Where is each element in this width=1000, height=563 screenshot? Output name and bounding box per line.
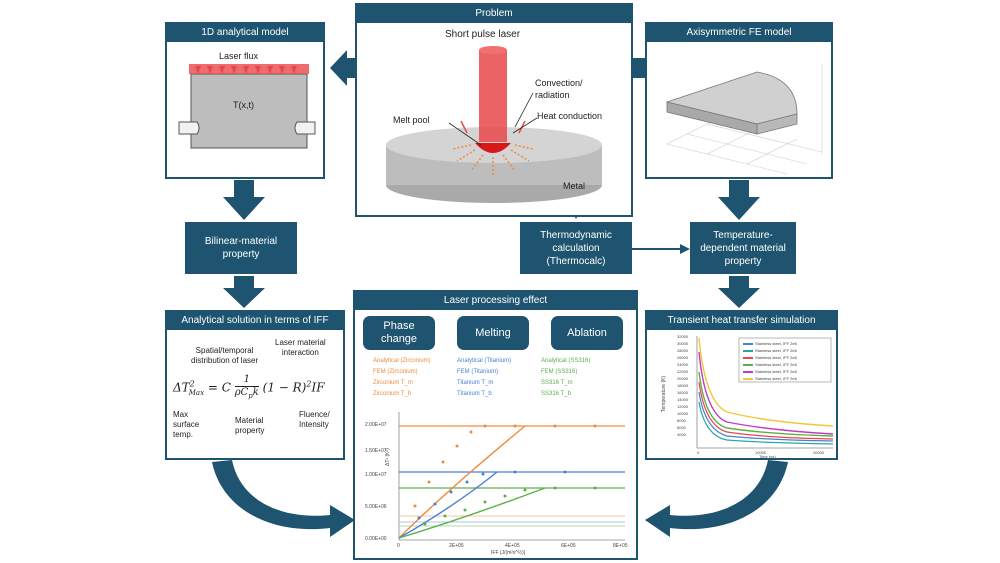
arrow-fe-down bbox=[718, 180, 760, 220]
effect-ylabel: ΔT² (K²) bbox=[385, 448, 391, 466]
transient-y-tick: 18000 bbox=[677, 383, 689, 388]
fe-illustration bbox=[665, 64, 823, 175]
transient-legend-item: Stainless steel, IFF 2e6 bbox=[755, 355, 797, 360]
transient-legend-item: Stainless steel, IFF 2e6 bbox=[755, 376, 797, 381]
transient-y-tick: 4000 bbox=[677, 432, 686, 437]
transient-x-tick: 20000 bbox=[813, 450, 825, 455]
transient-x-tick: 10000 bbox=[755, 450, 767, 455]
transient-y-tick: 16000 bbox=[677, 390, 689, 395]
analytical-solution-panel: Analytical solution in terms of IFF Spat… bbox=[165, 310, 345, 460]
x-tick: 2E+05 bbox=[449, 543, 464, 549]
transient-y-tick: 20000 bbox=[677, 376, 689, 381]
legend-item: SS316 T_m bbox=[541, 380, 573, 386]
transient-y-tick: 8000 bbox=[677, 418, 686, 423]
laser-effect-title: Laser processing effect bbox=[355, 292, 636, 310]
legend-item: Analytical (SS316) bbox=[541, 358, 591, 364]
melting-pill: Melting bbox=[457, 316, 529, 350]
laser-effect-panel: Laser processing effect Phase change Mel… bbox=[353, 290, 638, 560]
legend-item: Titanium T_b bbox=[457, 391, 492, 397]
temperature-dependent-box: Temperature- dependent material property bbox=[690, 222, 796, 274]
arrow-analytical-down bbox=[223, 180, 265, 220]
x-tick: 0 bbox=[397, 543, 400, 549]
metal-label: Metal bbox=[563, 181, 586, 191]
y-tick: 5.00E+06 bbox=[365, 504, 387, 510]
legend-item: Zirconium T_b bbox=[373, 391, 412, 397]
arrow-to-analytical bbox=[330, 50, 362, 86]
convection-label: Convection/ radiation bbox=[535, 78, 583, 100]
analytical-solution-title: Analytical solution in terms of IFF bbox=[167, 312, 343, 330]
transient-y-tick: 26000 bbox=[677, 355, 689, 360]
y-tick: 1.00E+07 bbox=[365, 472, 387, 478]
material-property-label: Material property bbox=[235, 416, 265, 435]
fe-model-title: Axisymmetric FE model bbox=[647, 24, 831, 42]
transient-y-tick: 10000 bbox=[677, 411, 689, 416]
transient-x-tick: 0 bbox=[697, 450, 700, 455]
short-pulse-laser-label: Short pulse laser bbox=[445, 29, 521, 40]
legend-item: FEM (Titanium) bbox=[457, 369, 499, 375]
ablation-pill: Ablation bbox=[551, 316, 623, 350]
transient-y-tick: 24000 bbox=[677, 362, 689, 367]
transient-y-tick: 28000 bbox=[677, 348, 689, 353]
effect-xlabel: IFF (J/(m²s^½)) bbox=[491, 550, 526, 556]
problem-panel: Problem Short pulse laser Convec bbox=[355, 3, 633, 217]
problem-illustration bbox=[386, 46, 602, 203]
problem-title: Problem bbox=[357, 5, 631, 23]
transient-legend-item: Stainless steel, IFF 2e6 bbox=[755, 348, 797, 353]
effect-plot bbox=[398, 412, 625, 541]
transient-y-tick: 22000 bbox=[677, 369, 689, 374]
y-tick: 1.50E+07 bbox=[365, 448, 387, 454]
transient-xlabel: Time (ns) bbox=[759, 454, 776, 459]
transient-legend-item: Stainless steel, IFF 2e6 bbox=[755, 341, 797, 346]
legend-item: SS316 T_b bbox=[541, 391, 571, 397]
transient-panel: Transient heat transfer simulation Stain… bbox=[645, 310, 838, 460]
legend-item: FEM (Zirconium) bbox=[373, 369, 418, 375]
thermodynamic-box: Thermodynamic calculation (Thermocalc) bbox=[520, 222, 632, 274]
max-surface-label: Max surface temp. bbox=[173, 410, 200, 439]
legend-item: Zirconium T_m bbox=[373, 380, 413, 386]
transient-ylabel: Temperature (K) bbox=[661, 375, 667, 412]
transient-y-tick: 12000 bbox=[677, 404, 689, 409]
laser-flux-label: Laser flux bbox=[219, 51, 259, 61]
analytical-illustration bbox=[178, 64, 316, 149]
temperature-label: T(x,t) bbox=[233, 100, 254, 110]
legend-item: FEM (SS316) bbox=[541, 369, 578, 375]
transient-title: Transient heat transfer simulation bbox=[647, 312, 836, 330]
analytical-model-title: 1D analytical model bbox=[167, 24, 323, 42]
transient-y-tick: 30000 bbox=[677, 341, 689, 346]
spatial-label: Spatial/temporal distribution of laser bbox=[191, 346, 259, 365]
y-tick: 2.00E+07 bbox=[365, 422, 387, 428]
laser-material-label: Laser material interaction bbox=[275, 338, 326, 357]
melt-pool-label: Melt pool bbox=[393, 115, 430, 125]
analytical-model-panel: 1D analytical model Laser flux T(x,t) bbox=[165, 22, 325, 179]
fe-model-panel: Axisymmetric FE model bbox=[645, 22, 833, 179]
bilinear-material-box: Bilinear-material property bbox=[185, 222, 297, 274]
x-tick: 8E+05 bbox=[613, 543, 628, 549]
legend-item: Analytical (Titanium) bbox=[457, 358, 512, 364]
curved-arrow-right bbox=[645, 460, 788, 537]
legend-item: Titanium T_m bbox=[457, 380, 494, 386]
effect-legend: Analytical (Zirconium) Analytical (Titan… bbox=[373, 358, 623, 402]
transient-legend-item: Stainless steel, IFF 2e6 bbox=[755, 369, 797, 374]
legend-item: Analytical (Zirconium) bbox=[373, 358, 431, 364]
transient-y-tick: 14000 bbox=[677, 397, 689, 402]
transient-legend-item: Stainless steel, IFF 2e6 bbox=[755, 362, 797, 367]
fluence-label: Fluence/ Intensity bbox=[299, 410, 330, 429]
curved-arrow-left bbox=[212, 460, 355, 537]
heat-conduction-label: Heat conduction bbox=[537, 111, 603, 121]
transient-y-tick: 6000 bbox=[677, 425, 686, 430]
transient-plot bbox=[696, 336, 834, 449]
transient-y-tick: 32000 bbox=[677, 334, 689, 339]
arrow-tempdep-down bbox=[718, 276, 760, 308]
arrow-bilinear-down bbox=[223, 276, 265, 308]
x-tick: 4E+05 bbox=[505, 543, 520, 549]
x-tick: 6E+05 bbox=[561, 543, 576, 549]
phase-change-pill: Phase change bbox=[363, 316, 435, 350]
y-tick: 0.00E+00 bbox=[365, 536, 387, 542]
